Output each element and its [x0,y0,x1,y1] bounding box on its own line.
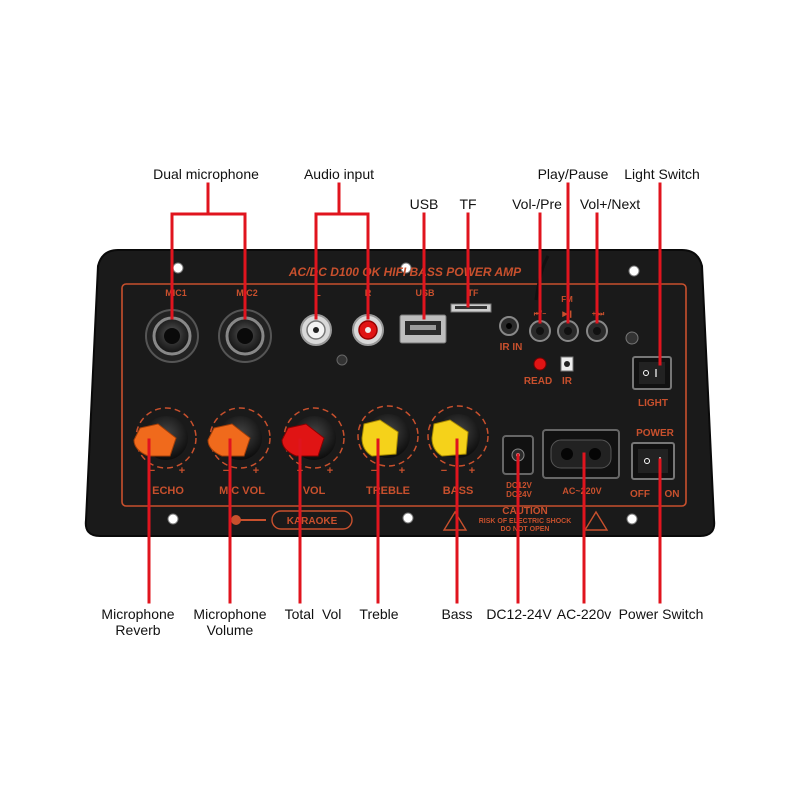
light-switch[interactable] [632,356,672,390]
label-l: L [315,288,321,298]
ac-socket[interactable] [542,429,620,479]
label-karaoke: KARAOKE [287,516,338,527]
label-on: ON [665,489,680,500]
callout-lines [147,182,662,604]
tf-card-slot[interactable] [450,303,492,313]
screw-hole [400,262,412,274]
usb-port[interactable] [399,314,447,344]
svg-text:−: − [223,465,229,477]
caution-block: CAUTION RISK OF ELECTRIC SHOCK DO NOT OP… [442,506,609,533]
board-trim [121,283,687,507]
label-vol: VOL [303,485,326,497]
small-screw [336,354,348,366]
callout-ac: AC-220v [556,606,612,622]
label-power: POWER [636,428,675,439]
knob-echo[interactable] [133,407,197,469]
microphone-icon [231,515,241,525]
screw-hole [172,262,184,274]
label-mic2: MIC2 [236,288,258,298]
callout-audio-input: Audio input [303,166,375,182]
callout-mic-volume-line1: Microphone [193,606,267,622]
label-ir: IR [562,376,573,387]
svg-text:+: + [327,465,333,477]
screw-hole [626,513,638,525]
callout-mic-reverb-line2: Reverb [115,622,161,638]
vol-next-button[interactable] [586,320,608,342]
knob-vol[interactable] [281,407,345,469]
ir-receiver [560,356,574,372]
callout-light-switch: Light Switch [624,166,700,182]
karaoke-badge: KARAOKE [231,510,353,530]
label-caution-3: DO NOT OPEN [500,526,549,533]
screw-hole [628,265,640,277]
label-off: OFF [630,489,650,500]
label-tf: TF [468,288,479,298]
warning-icon [442,510,468,531]
callout-dc: DC12-24V [486,606,552,622]
vol-pre-button[interactable] [529,320,551,342]
label-caution: CAUTION [502,506,548,517]
svg-text:−: − [149,465,155,477]
label-ir-in: IR IN [500,342,523,353]
callout-power-switch: Power Switch [618,606,704,622]
callout-bass: Bass [441,606,473,622]
callout-play-pause: Play/Pause [537,166,609,182]
svg-text:−: − [441,465,447,477]
play-pause-button[interactable] [557,320,579,342]
ir-in-jack[interactable] [499,316,519,336]
callout-dual-microphone: Dual microphone [153,166,259,182]
line-audio-input [314,212,370,320]
label-ac220v: AC~220V [562,486,601,496]
label-caution-2: RISK OF ELECTRIC SHOCK [479,518,572,525]
callout-mic-volume-line2: Volume [206,622,254,638]
callout-microphone-reverb: Microphone Reverb [101,606,174,638]
callout-tf: TF [459,196,477,212]
svg-text:+: + [253,465,259,477]
callout-usb: USB [409,196,439,212]
screw-hole [167,513,179,525]
callout-mic-reverb-line1: Microphone [101,606,175,622]
rca-right-jack[interactable] [352,314,384,346]
label-echo: ECHO [152,485,184,497]
callout-treble: Treble [359,606,399,622]
board-title: AC/DC D100 OK HIFI BASS POWER AMP [288,265,522,279]
mic2-jack[interactable] [218,309,272,363]
callout-microphone-volume: Microphone Volume [193,606,266,638]
svg-text:−: − [371,465,377,477]
screw-hole [402,512,414,524]
knob-bass[interactable] [427,405,489,467]
callout-total-vol: Total Vol [284,606,342,622]
svg-text:+: + [399,465,405,477]
svg-text:+: + [179,465,185,477]
label-mic1: MIC1 [165,288,187,298]
svg-text:+: + [469,465,475,477]
power-switch[interactable] [631,442,675,480]
small-screw [625,331,639,345]
label-mic-vol: MIC VOL [219,485,265,497]
label-light: LIGHT [638,398,668,409]
warning-icon [583,510,609,531]
callout-vol-next: Vol+/Next [579,196,641,212]
read-led [533,357,547,371]
screw-holes [167,262,640,525]
label-treble: TREBLE [366,485,410,497]
label-read: READ [524,376,552,387]
callout-vol-pre: Vol-/Pre [512,196,562,212]
